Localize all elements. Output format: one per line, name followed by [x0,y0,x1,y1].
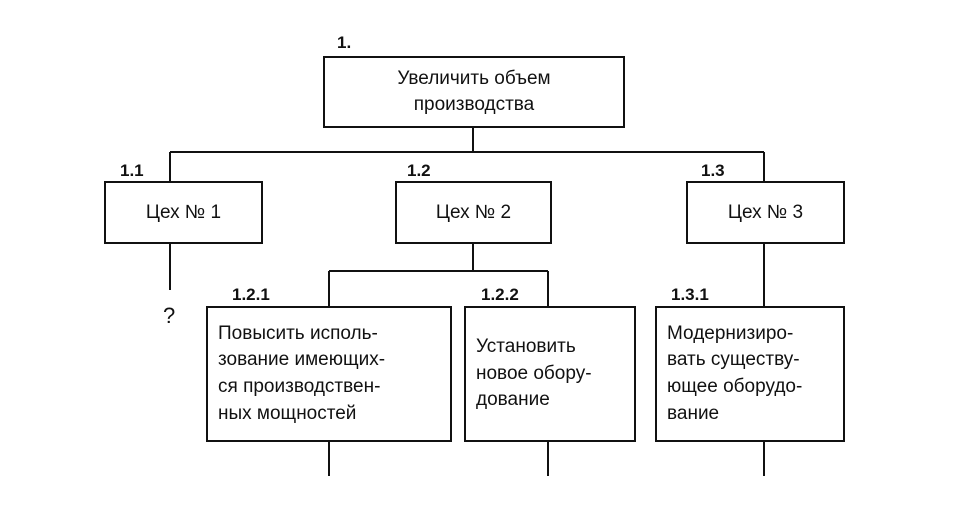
subtask-1-text: ных мощностей [218,402,357,424]
workshop-1-number: 1.1 [120,161,144,180]
workshop-1-label: Цех № 1 [145,201,222,223]
workshop-2-number: 1.2 [407,161,431,180]
subtask-2-text: дование [476,389,550,411]
subtask-3-text: ющее оборудо- [667,376,803,397]
root-goal-text: Увеличить объем [397,68,551,90]
subtask-1-text: зование имеющих- [218,349,386,371]
workshop-1-box: Цех № 1 [104,181,263,244]
subtask-1-text: Повысить исполь- [218,322,378,344]
root-goal-text: производства [413,94,535,115]
workshop-2-box: Цех № 2 [395,181,552,244]
subtask-3-box: Модернизиро- вать существу- ющее оборудо… [655,306,845,442]
subtask-1-text: ся производствен- [218,376,381,397]
subtask-2-number: 1.2.2 [481,285,519,304]
subtask-1-box: Повысить исполь- зование имеющих- ся про… [206,306,452,442]
root-number: 1. [337,33,352,52]
root-goal-box: Увеличить объем производства [323,56,625,128]
subtask-3-text: вание [667,402,720,424]
workshop-3-number: 1.3 [701,161,725,180]
unknown-branch-mark: ? [163,303,176,328]
subtask-3-text: вать существу- [667,349,800,371]
subtask-3-number: 1.3.1 [671,285,709,304]
workshop-2-label: Цех № 2 [435,201,512,223]
subtask-2-text: Установить [476,336,576,358]
workshop-3-label: Цех № 3 [727,201,804,223]
subtask-1-number: 1.2.1 [232,285,270,304]
subtask-3-text: Модернизиро- [667,322,794,344]
workshop-3-box: Цех № 3 [686,181,845,244]
subtask-2-text: новое обору- [476,362,592,384]
subtask-2-box: Установить новое обору- дование [464,306,636,442]
